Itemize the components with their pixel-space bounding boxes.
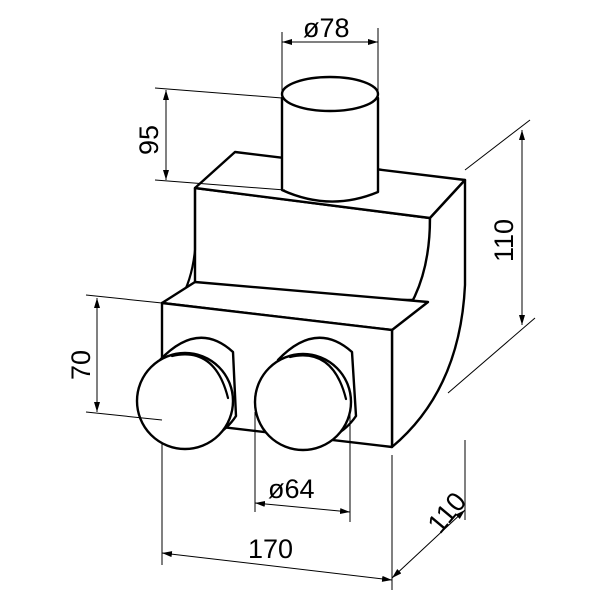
dimension-outlet-diameter: ø64 — [254, 412, 351, 522]
label-top-height: 95 — [134, 125, 164, 155]
top-spigot-rim — [280, 75, 380, 113]
top-spigot-body — [280, 96, 380, 203]
dimension-top-diameter: ø78 — [281, 13, 379, 92]
label-top-diameter: ø78 — [303, 13, 350, 43]
label-outlet-height: 70 — [66, 350, 96, 380]
label-body-height: 110 — [489, 219, 519, 262]
label-outlet-diameter: ø64 — [268, 474, 315, 504]
dimension-depth: 110 — [391, 440, 472, 579]
label-width: 170 — [248, 534, 293, 564]
outlet-right-face — [253, 352, 353, 452]
outlet-left-face — [135, 351, 235, 451]
top-spigot — [280, 75, 380, 203]
outlet-left-inner-edge — [170, 353, 230, 400]
curved-back-side — [390, 178, 467, 449]
dimension-outlet-height: 70 — [66, 294, 163, 421]
outlet-right — [253, 336, 358, 452]
dimension-width: 170 — [161, 443, 393, 590]
outlet-right-inner-edge — [288, 354, 348, 401]
dimension-body-height: 110 — [447, 119, 536, 394]
outlet-left — [135, 336, 238, 451]
dimension-top-height: 95 — [134, 87, 286, 191]
